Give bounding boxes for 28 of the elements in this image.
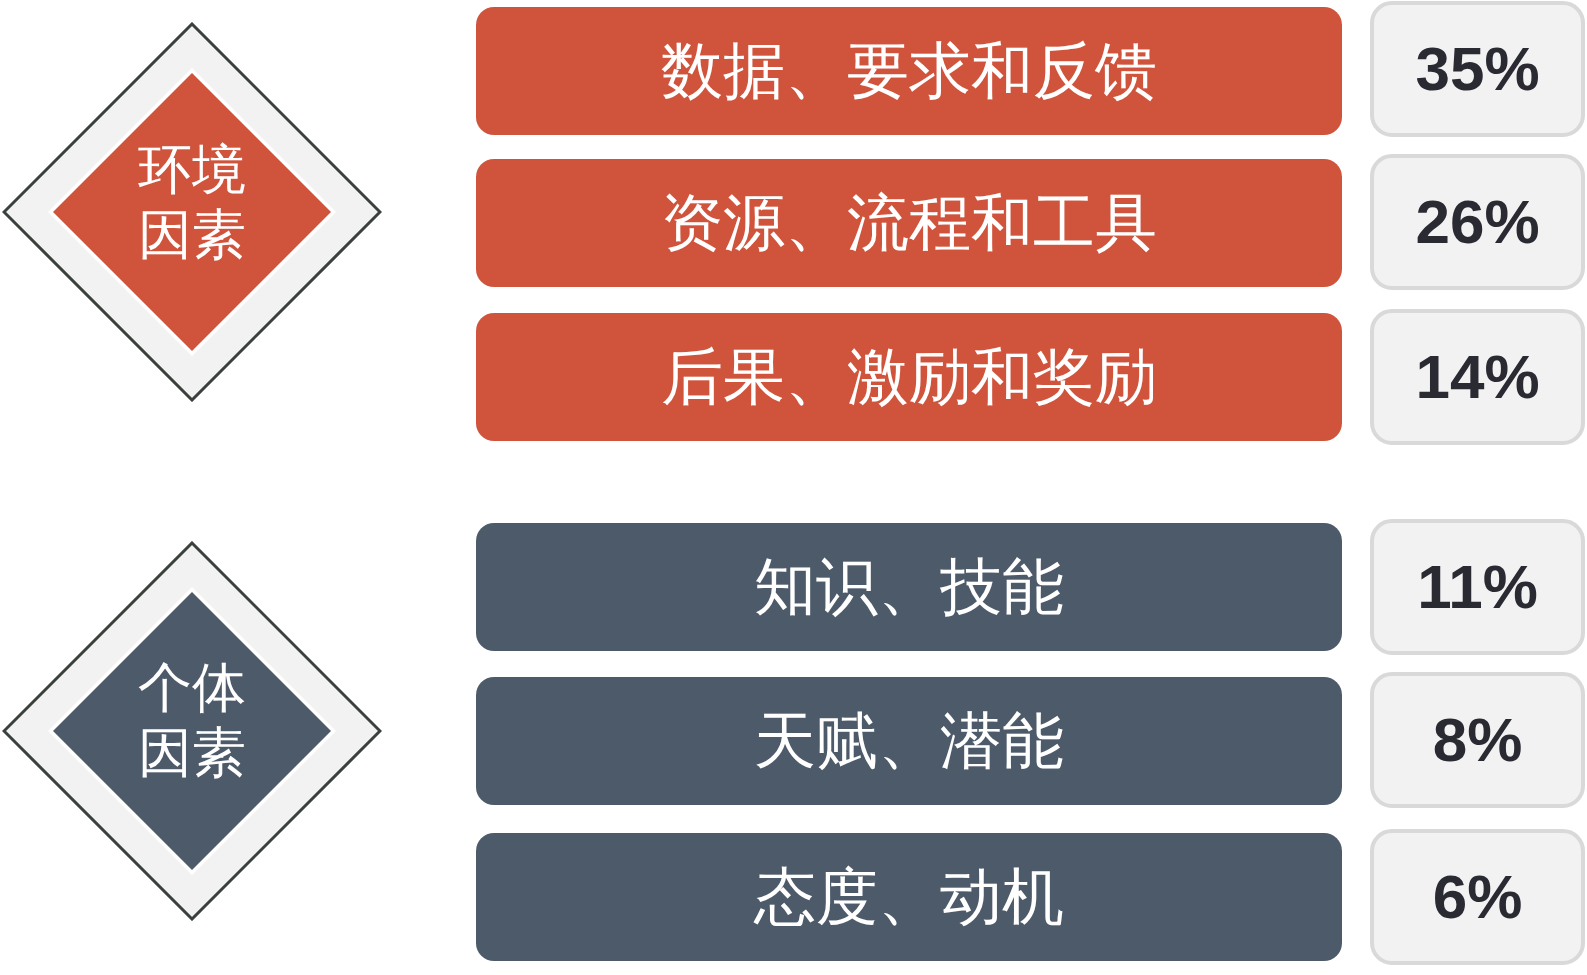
percent-panel: [1370, 154, 1585, 290]
percent-panel: [1370, 519, 1585, 655]
category-diamond: [2, 22, 382, 402]
factor-label: 态度、动机: [754, 862, 1064, 932]
percent-panel: [1370, 829, 1585, 965]
factor-bar: [476, 833, 1342, 961]
factor-label: 天赋、潜能: [754, 706, 1064, 776]
factor-label: 资源、流程和工具: [661, 188, 1157, 258]
category-label: 环境因素: [138, 138, 246, 268]
factor-label: 知识、技能: [754, 552, 1064, 622]
percent-panel: [1370, 1, 1585, 137]
factor-bar: [476, 313, 1342, 441]
percent-value: 35%: [1415, 34, 1540, 104]
category-diamond: [2, 541, 382, 921]
percent-value: 11%: [1417, 552, 1538, 622]
factor-label: 后果、激励和奖励: [661, 342, 1157, 412]
factor-bar: [476, 677, 1342, 805]
factor-bar: [476, 159, 1342, 287]
percent-value: 6%: [1432, 862, 1523, 932]
percent-value: 8%: [1432, 705, 1523, 775]
category-label: 个体因素: [138, 656, 246, 786]
percent-panel: [1370, 309, 1585, 445]
percent-panel: [1370, 672, 1585, 808]
factor-bar: [476, 7, 1342, 135]
factor-label: 数据、要求和反馈: [661, 36, 1157, 106]
factor-bar: [476, 523, 1342, 651]
percent-value: 14%: [1415, 342, 1540, 412]
percent-value: 26%: [1415, 187, 1540, 257]
